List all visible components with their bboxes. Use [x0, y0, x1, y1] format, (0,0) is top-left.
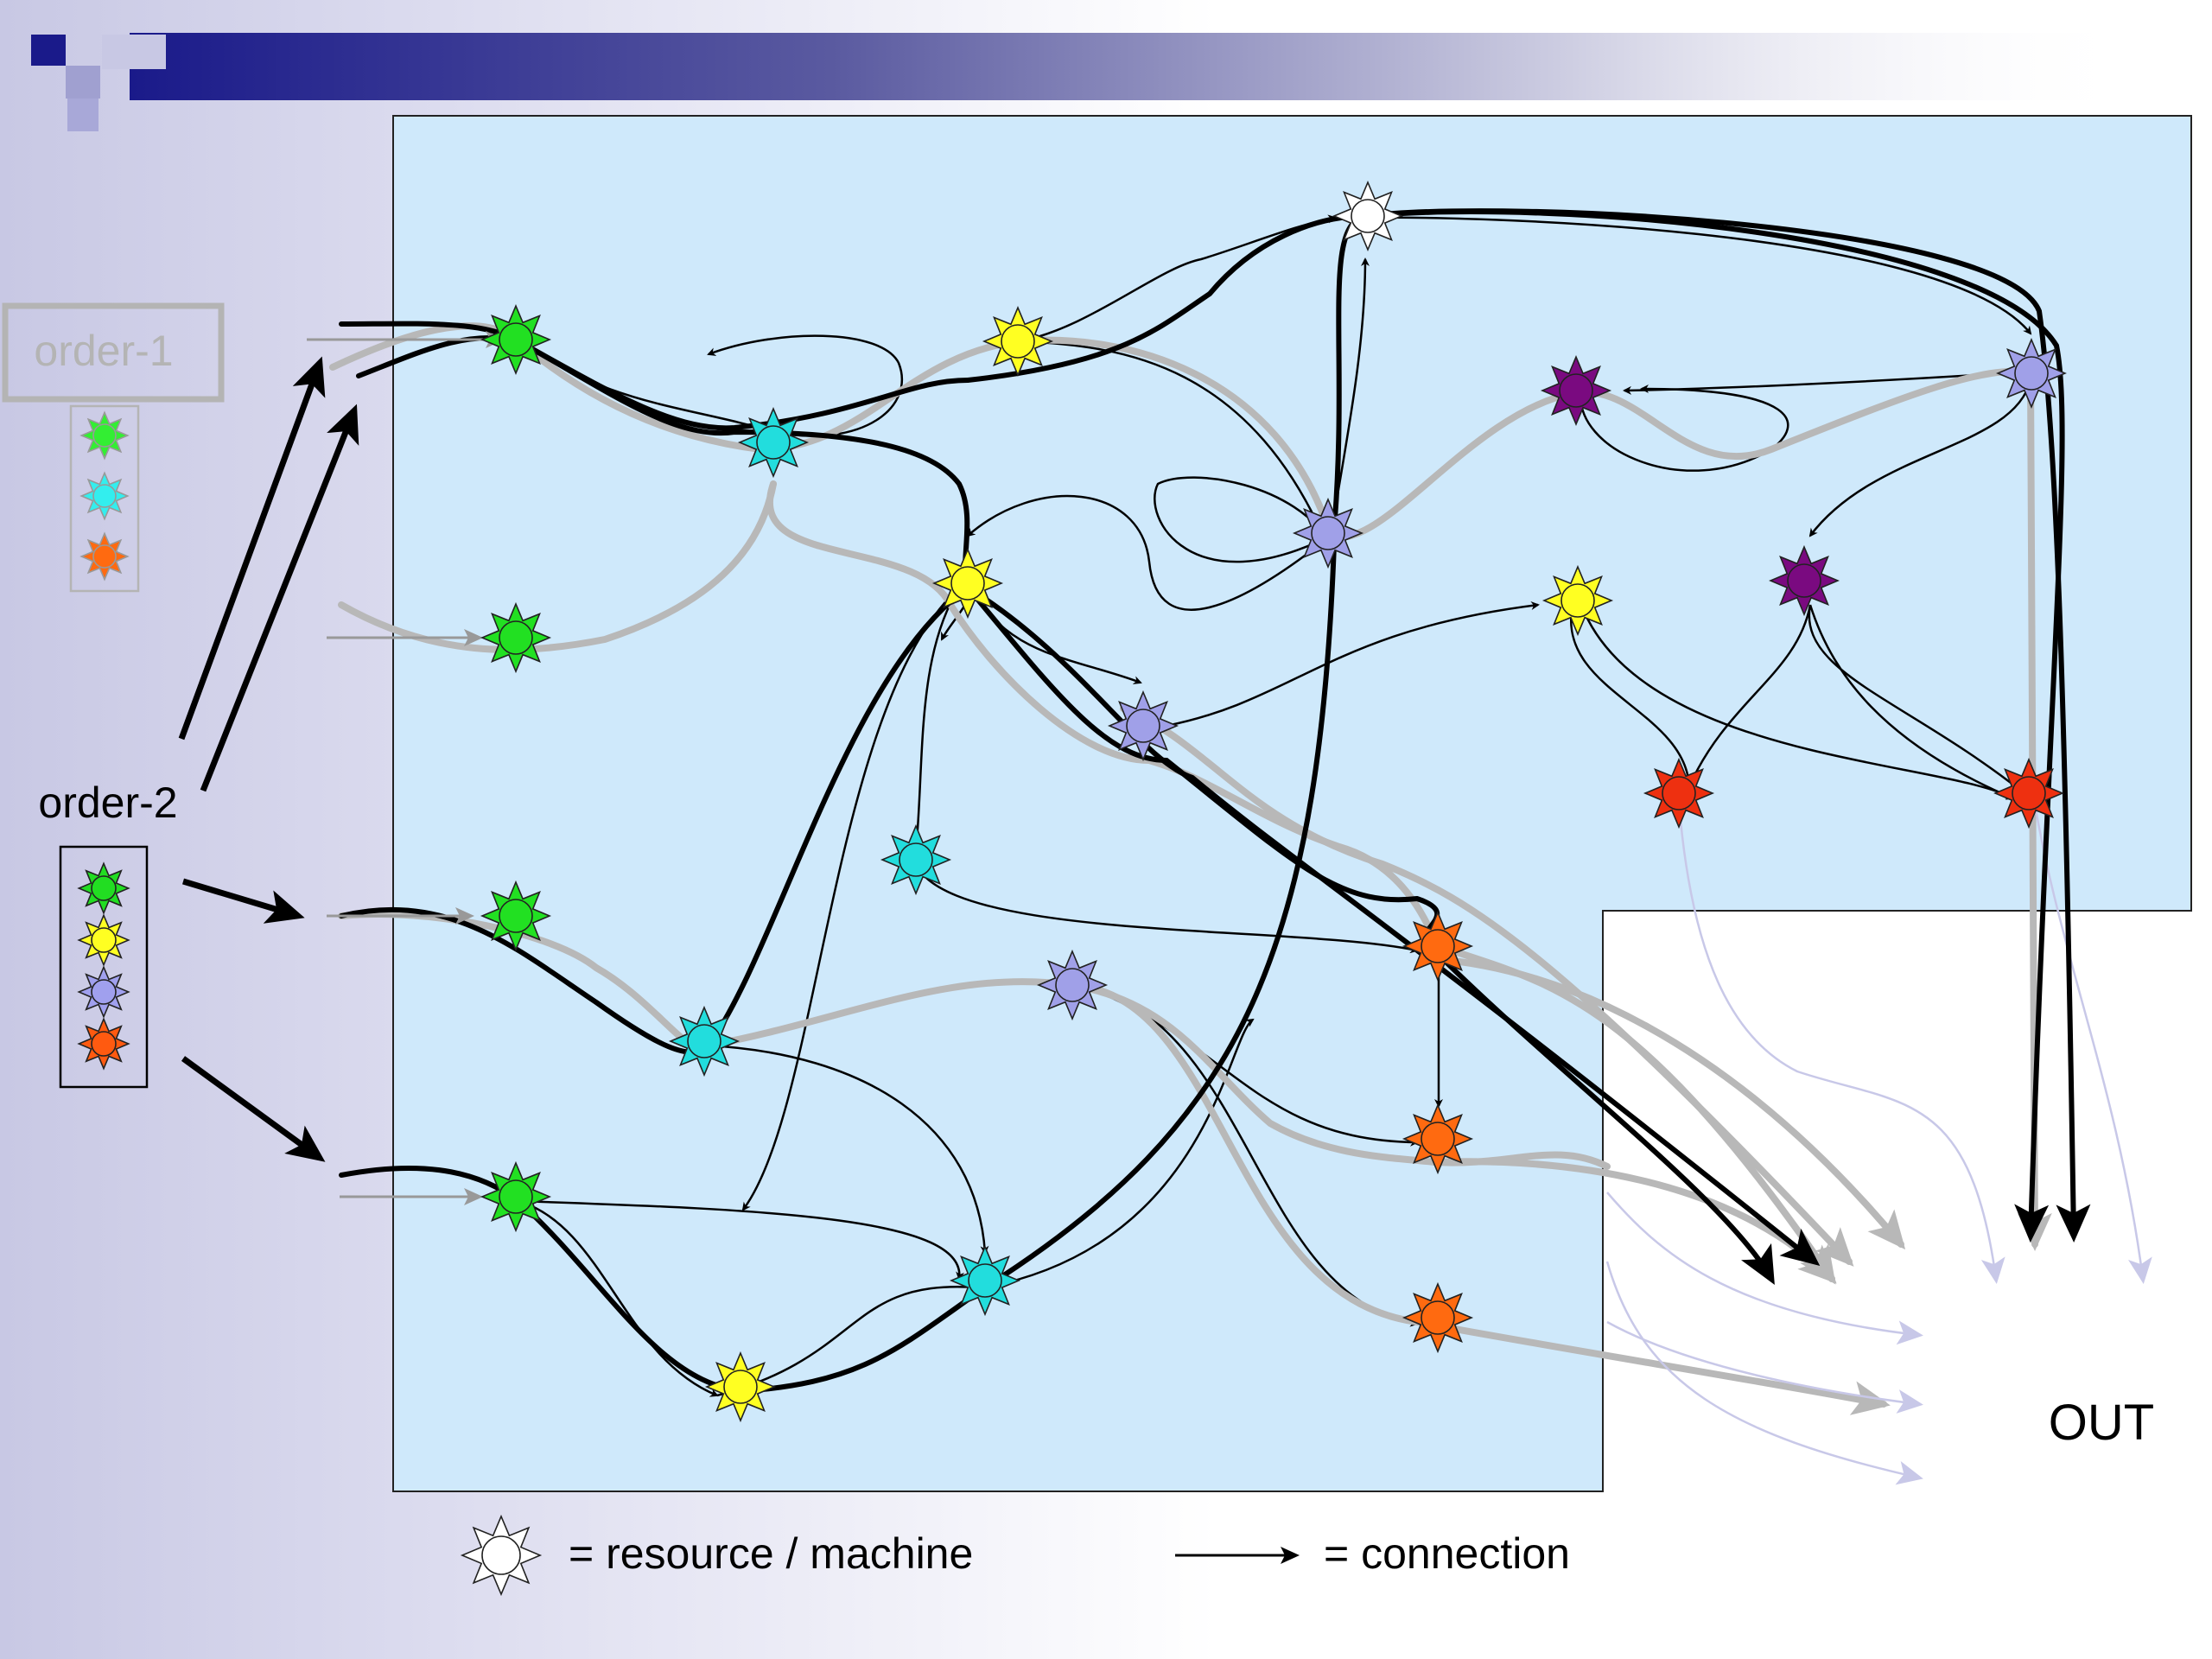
- order2-resource-icon: [77, 913, 130, 967]
- workflow-panel: [392, 115, 2192, 1492]
- header-decoration: [31, 33, 2134, 131]
- legend-resource-text: = resource / machine: [569, 1529, 973, 1578]
- machine-green-icon: [480, 601, 552, 674]
- machine-lavender-icon: [1036, 949, 1109, 1021]
- machine-lavender-icon: [1996, 338, 2067, 409]
- machine-orange-icon: [1402, 1103, 1474, 1175]
- order2-label: order-2: [38, 779, 177, 827]
- order2-resource-list: [77, 861, 130, 1071]
- legend-resource-icon: [460, 1514, 543, 1597]
- machine-red-icon: [1643, 757, 1715, 830]
- machine-cyan-icon: [949, 1244, 1021, 1317]
- entry-stubs: [307, 331, 505, 1205]
- order1-resource-icon: [79, 410, 130, 461]
- out-label: OUT: [2049, 1395, 2154, 1451]
- machine-red-icon: [1993, 757, 2064, 830]
- machine-orange-icon: [1402, 1281, 1474, 1354]
- resource-nodes: [480, 181, 2067, 1423]
- order1-resource-list: [79, 410, 130, 582]
- machine-green-icon: [480, 1160, 552, 1233]
- machine-orange-icon: [1402, 910, 1474, 982]
- machine-yellow-icon: [931, 547, 1004, 620]
- order1-resource-icon: [79, 471, 130, 521]
- order1-resource-icon: [79, 531, 130, 582]
- machine-yellow-icon: [704, 1351, 777, 1423]
- legend-connection-text: = connection: [1324, 1529, 1570, 1578]
- machine-green-icon: [480, 304, 552, 375]
- order2-group: order-2: [38, 779, 178, 1089]
- machine-lavender-icon: [1292, 497, 1364, 569]
- machine-green-icon: [480, 880, 552, 952]
- faint-outflows: [1605, 777, 2152, 1485]
- machine-cyan-icon: [668, 1005, 741, 1077]
- order1-resource-box: [69, 404, 140, 593]
- order2-resource-icon: [77, 965, 130, 1019]
- legend-resource-star-icon: [460, 1514, 543, 1597]
- machine-yellow-icon: [982, 306, 1054, 377]
- order1-group: order-1: [2, 302, 225, 593]
- machine-cyan-icon: [737, 407, 810, 479]
- machine-cyan-icon: [880, 823, 952, 896]
- order2-resource-icon: [77, 1017, 130, 1071]
- legend: = resource / machine = connection: [460, 1514, 1570, 1597]
- machine-purple-icon: [1540, 355, 1612, 426]
- order1-label: order-1: [34, 327, 173, 375]
- machine-yellow-icon: [1541, 564, 1614, 637]
- order2-entry-arrows: [178, 356, 359, 1162]
- order2-resource-box: [59, 845, 149, 1089]
- machine-white-icon: [1332, 181, 1404, 251]
- order1-label-box: [2, 302, 225, 403]
- machine-lavender-icon: [1107, 690, 1179, 762]
- machine-purple-icon: [1769, 544, 1840, 617]
- order2-resource-icon: [77, 861, 130, 915]
